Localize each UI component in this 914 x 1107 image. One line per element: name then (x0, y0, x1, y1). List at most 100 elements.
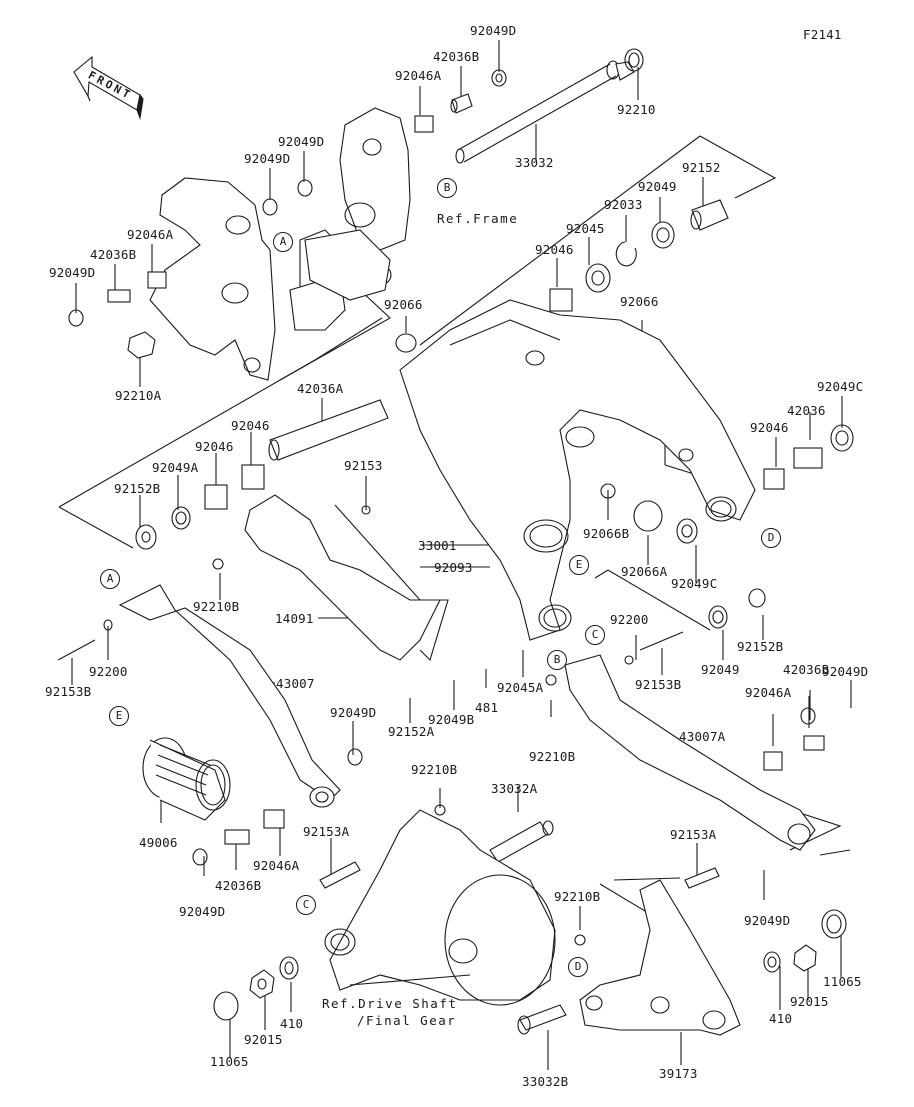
cover-14091 (244, 494, 449, 662)
part-label[interactable]: 92210A (115, 388, 162, 403)
callout-d-lower: D (568, 957, 588, 977)
part-label[interactable]: 92049D (49, 265, 96, 280)
part-label[interactable]: 92153A (670, 827, 717, 842)
part-label[interactable]: 92210B (411, 762, 458, 777)
callout-a-lower: A (100, 569, 120, 589)
part-label[interactable]: 92152B (737, 639, 784, 654)
part-label[interactable]: 92015 (790, 994, 829, 1009)
part-label[interactable]: 92153 (344, 458, 383, 473)
part-label[interactable]: 92153B (45, 684, 92, 699)
part-label[interactable]: 92153B (635, 677, 682, 692)
part-label[interactable]: 43007A (679, 729, 726, 744)
bearings-right-top (549, 199, 729, 312)
part-label[interactable]: 92045A (497, 680, 544, 695)
part-label[interactable]: 42036B (433, 49, 480, 64)
shaft-33032 (455, 48, 644, 164)
callout-c-swingarm: C (585, 625, 605, 645)
part-label[interactable]: 410 (769, 1011, 793, 1026)
callout-e-lower: E (109, 706, 129, 726)
bracket-39173 (517, 867, 741, 1036)
part-label[interactable]: 92152B (114, 481, 161, 496)
part-label[interactable]: 42036A (297, 381, 344, 396)
part-label[interactable]: 92049 (638, 179, 677, 194)
part-label[interactable]: 92046A (745, 685, 792, 700)
part-label[interactable]: 92210B (193, 599, 240, 614)
figure-code: F2141 (803, 27, 842, 42)
part-label[interactable]: 92152A (388, 724, 435, 739)
part-label[interactable]: 92049D (330, 705, 377, 720)
part-label[interactable]: 92049D (244, 151, 291, 166)
part-label[interactable]: 92046 (195, 439, 234, 454)
parts-lower-left (192, 748, 554, 889)
torque-rod-43007A (545, 654, 816, 851)
parts-left-middle (135, 399, 389, 570)
part-label[interactable]: 92066B (583, 526, 630, 541)
callout-b-lower: B (547, 650, 567, 670)
part-label[interactable]: 92046A (127, 227, 174, 242)
part-label[interactable]: 92049D (470, 23, 517, 38)
part-label[interactable]: 92066A (621, 564, 668, 579)
part-label[interactable]: 42036B (90, 247, 137, 262)
nuts-lower (213, 909, 847, 1021)
ref-final-gear-label: /Final Gear (357, 1013, 457, 1028)
callout-c-lower: C (296, 895, 316, 915)
part-label[interactable]: 33032 (515, 155, 554, 170)
part-label[interactable]: 92049D (822, 664, 869, 679)
part-label[interactable]: 92049C (671, 576, 718, 591)
part-label[interactable]: 42036B (783, 662, 830, 677)
part-label[interactable]: 92049D (744, 913, 791, 928)
part-label[interactable]: 481 (475, 700, 499, 715)
part-label[interactable]: 92153A (303, 824, 350, 839)
parts-right-middle (600, 424, 854, 771)
part-label[interactable]: 42036 (787, 403, 826, 418)
part-label[interactable]: 14091 (275, 611, 314, 626)
part-label[interactable]: 92210B (529, 749, 576, 764)
bushings-top (68, 69, 653, 362)
part-label[interactable]: 92015 (244, 1032, 283, 1047)
part-label[interactable]: 11065 (210, 1054, 249, 1069)
part-label[interactable]: 33032B (522, 1074, 569, 1089)
part-label[interactable]: 410 (280, 1016, 304, 1031)
part-label[interactable]: 92049A (152, 460, 199, 475)
part-label[interactable]: 92210B (554, 889, 601, 904)
part-label[interactable]: 43007 (276, 676, 315, 691)
part-label[interactable]: 92045 (566, 221, 605, 236)
part-label[interactable]: 33032A (491, 781, 538, 796)
part-label[interactable]: 92152 (682, 160, 721, 175)
part-label[interactable]: 49006 (139, 835, 178, 850)
part-label[interactable]: 92210 (617, 102, 656, 117)
frame-bracket-right (304, 107, 411, 301)
part-label[interactable]: 92066 (384, 297, 423, 312)
part-label[interactable]: 92049D (278, 134, 325, 149)
front-arrow-icon (73, 55, 144, 121)
part-label[interactable]: 92033 (604, 197, 643, 212)
callout-b-top: B (437, 178, 457, 198)
swingarm-33001 (399, 299, 756, 641)
part-label[interactable]: 92049B (428, 712, 475, 727)
torque-rod-43007 (57, 584, 341, 808)
final-gear-housing (324, 809, 556, 1006)
part-label[interactable]: 39173 (659, 1066, 698, 1081)
part-label[interactable]: 92046 (750, 420, 789, 435)
part-label[interactable]: 92046A (253, 858, 300, 873)
part-label[interactable]: 92049D (179, 904, 226, 919)
part-label[interactable]: 33001 (418, 538, 457, 553)
part-label[interactable]: 92049C (817, 379, 864, 394)
part-label[interactable]: 92049 (701, 662, 740, 677)
part-label[interactable]: 42036B (215, 878, 262, 893)
part-label[interactable]: 11065 (823, 974, 862, 989)
part-label[interactable]: 92200 (89, 664, 128, 679)
boot-49006 (142, 737, 231, 821)
ref-frame-label: Ref.Frame (437, 211, 519, 226)
part-label[interactable]: 92200 (610, 612, 649, 627)
callout-e-swingarm: E (569, 555, 589, 575)
part-label[interactable]: 92066 (620, 294, 659, 309)
ref-drive-shaft-label: Ref.Drive Shaft (322, 996, 458, 1011)
part-label[interactable]: 92093 (434, 560, 473, 575)
callout-d-swingarm: D (761, 528, 781, 548)
part-label[interactable]: 92046 (535, 242, 574, 257)
part-label[interactable]: 92046A (395, 68, 442, 83)
part-label[interactable]: 92046 (231, 418, 270, 433)
